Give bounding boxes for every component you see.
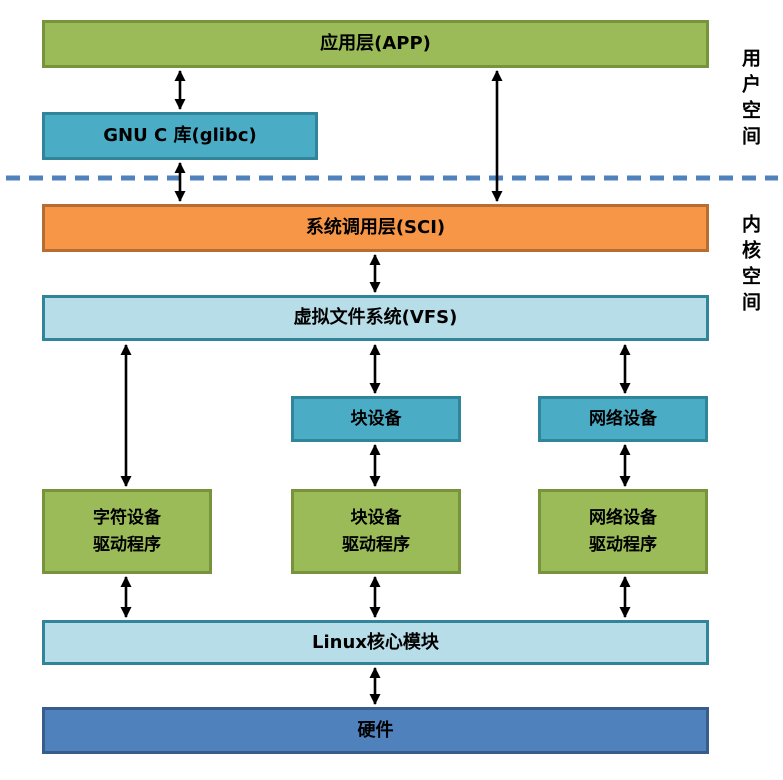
- app-layer-box: 应用层(APP): [42, 20, 709, 68]
- linux-core-module-label: Linux核心模块: [312, 631, 439, 653]
- vfs-box: 虚拟文件系统(VFS): [42, 295, 709, 341]
- kernel-space-label: 内核空间: [739, 214, 761, 318]
- char-device-driver-label: 字符设备: [93, 508, 161, 529]
- network-device-label: 网络设备: [589, 408, 657, 429]
- char-device-driver-label: 驱动程序: [93, 534, 161, 555]
- linux-core-module-box: Linux核心模块: [42, 620, 709, 665]
- block-device-box: 块设备: [291, 396, 461, 442]
- block-device-label: 块设备: [350, 408, 402, 429]
- app-layer-label: 应用层(APP): [320, 33, 431, 55]
- glibc-label: GNU C 库(glibc): [103, 125, 257, 147]
- glibc-box: GNU C 库(glibc): [42, 112, 318, 160]
- network-device-driver-label: 网络设备: [589, 508, 657, 529]
- sci-label: 系统调用层(SCI): [305, 217, 446, 239]
- sci-box: 系统调用层(SCI): [42, 204, 709, 252]
- block-device-driver-label: 块设备: [350, 508, 402, 529]
- char-device-driver-box: 字符设备驱动程序: [42, 489, 212, 574]
- block-device-driver-label: 驱动程序: [342, 534, 410, 555]
- network-device-driver-label: 驱动程序: [589, 534, 657, 555]
- user-space-label: 用户空间: [739, 48, 761, 152]
- vfs-label: 虚拟文件系统(VFS): [293, 307, 458, 329]
- block-device-driver-box: 块设备驱动程序: [291, 489, 461, 574]
- hardware-box: 硬件: [42, 707, 709, 754]
- network-device-box: 网络设备: [538, 396, 708, 442]
- network-device-driver-box: 网络设备驱动程序: [538, 489, 708, 574]
- hardware-label: 硬件: [357, 719, 394, 741]
